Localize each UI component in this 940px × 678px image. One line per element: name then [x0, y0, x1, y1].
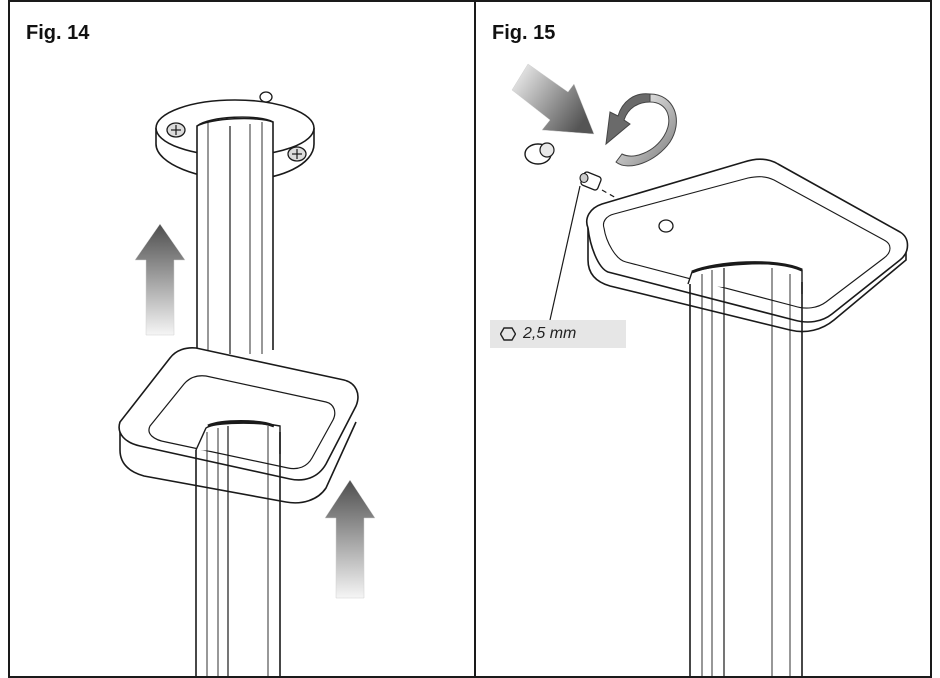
- figure-title: Fig. 15: [492, 22, 556, 44]
- figure-14-drawing: [118, 91, 376, 676]
- post-lower: [195, 426, 281, 676]
- hex-key-icon: [500, 327, 516, 341]
- screw-icon: [166, 122, 186, 138]
- tool-size-label: 2,5 mm: [490, 320, 626, 348]
- post: [689, 268, 803, 676]
- set-screw: [579, 171, 602, 191]
- post: [196, 116, 274, 354]
- post-cover: [586, 158, 909, 333]
- figure-title: Fig. 14: [26, 22, 90, 44]
- arrow-up-icon: [324, 479, 376, 599]
- arrow-diagonal-icon: [511, 63, 595, 135]
- figure-14-panel: Fig. 14: [8, 0, 474, 678]
- screw-icon: [287, 146, 307, 162]
- tool-size-text: 2,5 mm: [523, 325, 577, 342]
- cap-plug: [524, 142, 555, 165]
- rotate-arrow-icon: [605, 93, 677, 167]
- figure-15-drawing: [511, 63, 909, 676]
- figure-15-panel: Fig. 15 2,5 mm: [474, 0, 932, 678]
- arrow-up-icon: [134, 223, 186, 336]
- post-cover: [118, 347, 359, 504]
